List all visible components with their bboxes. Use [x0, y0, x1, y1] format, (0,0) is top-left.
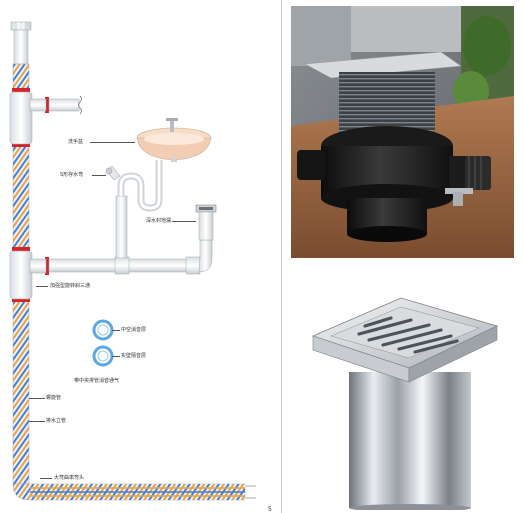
stainless-drain-photo [291, 290, 514, 510]
label-pipe-outer: 中空消音层 [121, 327, 147, 333]
upper-tee-fitting-icon [9, 91, 82, 145]
washbasin-icon [136, 118, 212, 162]
vent-cap-icon [10, 21, 32, 65]
drainage-diagram: 洗手盆 S形存水弯 深水封地漏 加强型旋转斜三通 中空消音层 实壁隔音层 带中央… [9, 21, 272, 513]
lower-tee-fitting-icon [9, 239, 213, 300]
label-s-trap: S形存水弯 [60, 172, 84, 178]
leader-line [29, 421, 45, 422]
label-washbasin: 洗手盆 [68, 139, 84, 145]
label-pipe-a: 螺旋管 [46, 395, 62, 401]
floor-drain-icon [195, 204, 217, 241]
leader-line [40, 478, 52, 479]
drain-trap-photo [291, 6, 514, 258]
label-pipe-desc: 带中央排管消音通气 [74, 378, 120, 384]
red-coupling-icon [12, 88, 49, 302]
label-pipe-inner: 实壁隔音层 [121, 353, 147, 359]
stainless-floor-drain-photo [311, 297, 499, 510]
label-tee-fitting: 加强型旋转斜三通 [50, 283, 91, 289]
label-bend: 大弯曲率弯头 [54, 475, 85, 481]
panel-divider [281, 0, 282, 513]
leader-line [172, 221, 196, 222]
leader-line [92, 175, 106, 176]
label-floor-drain: 深水封地漏 [146, 218, 172, 224]
leader-line [29, 398, 45, 399]
leader-line [90, 142, 135, 143]
leader-line [112, 356, 120, 357]
pipe-section-icon [92, 319, 114, 367]
label-pipe-b: 排水立管 [46, 418, 67, 424]
leader-line [112, 330, 120, 331]
leader-line [36, 286, 48, 287]
vertical-stack-icon [12, 63, 246, 501]
page-number: 5 [268, 506, 272, 513]
black-drain-trap-photo [291, 6, 514, 258]
diagram-drawing [9, 21, 256, 501]
s-trap-icon [105, 160, 163, 259]
